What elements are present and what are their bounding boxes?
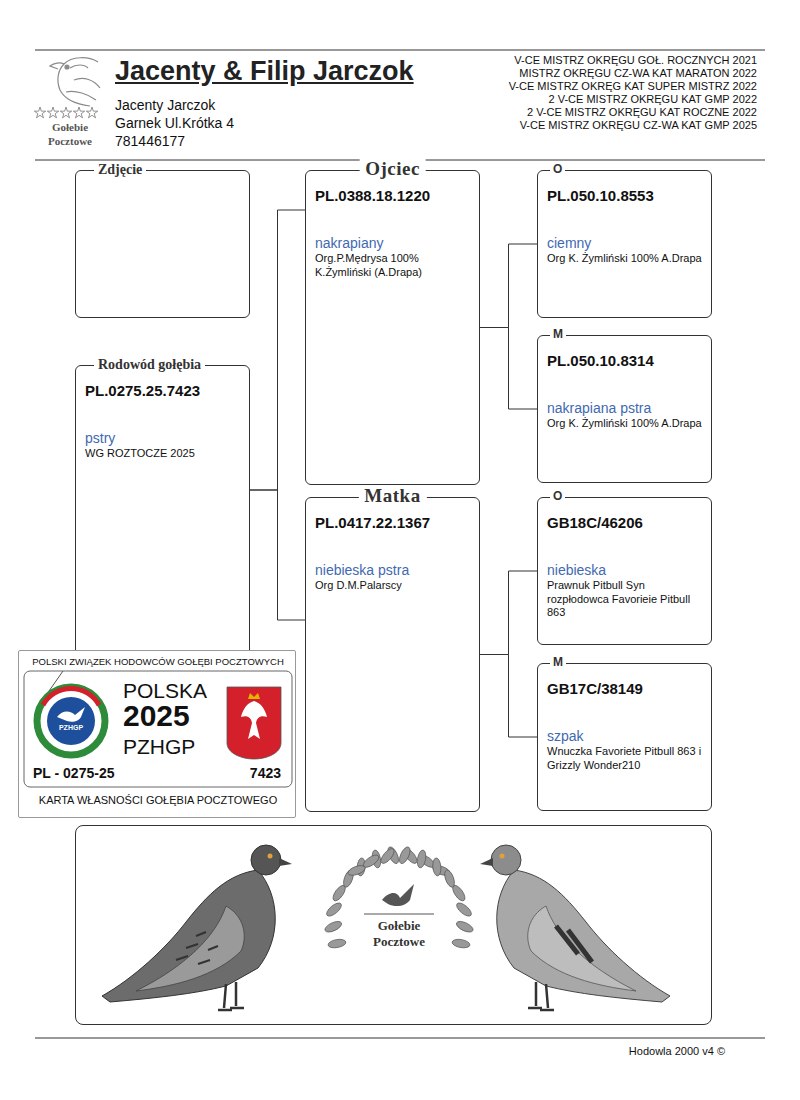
header-rule [35, 50, 765, 51]
achievement: MISTRZ OKRĘGU CZ-WA KAT MARATON 2022 [437, 67, 757, 80]
color-name: ciemny [547, 235, 702, 252]
color-name: pstry [85, 430, 240, 447]
dam-box: MatkaPL.0417.22.1367niebieska pstraOrg D… [305, 497, 480, 812]
achievement: V-CE MISTRZ OKRĘG KAT SUPER MISTRZ 2022 [437, 80, 757, 93]
footer-rule [35, 1038, 765, 1039]
grandparent-heading: M [550, 327, 566, 342]
pedigree-connector [250, 210, 305, 490]
ring-number: PL.0275.25.7423 [85, 382, 240, 400]
grandsire-box: OPL.050.10.8553ciemnyOrg K. Żymliński 10… [537, 170, 712, 318]
origin-note: WG ROZTOCZE 2025 [85, 447, 240, 461]
ownership-card: POLSKI ZWIĄZEK HODOWCÓW GOŁĘBI POCZTOWYC… [18, 650, 296, 818]
logo-stars [34, 107, 97, 118]
card-logo-text: PZHGP [49, 723, 93, 733]
achievement: V-CE MISTRZ OKRĘGU GOŁ. ROCZNYCH 2021 [437, 54, 757, 67]
parent-heading: Ojciec [359, 158, 426, 180]
card-year: 2025 [123, 699, 190, 732]
origin-note: Org.P.Mędrysa 100% K.Żymliński (A.Drapa) [315, 252, 470, 279]
logo-bird-sketch [50, 58, 100, 106]
ring-number: PL.0388.18.1220 [315, 187, 470, 205]
breeder-title: Jacenty & Filip Jarczok [115, 56, 414, 87]
photo-box: Zdjęcie [75, 170, 250, 318]
ring-number: PL.050.10.8314 [547, 352, 702, 370]
granddam-box: MPL.050.10.8314nakrapiana pstraOrg K. Ży… [537, 335, 712, 483]
pedigree-connector [480, 244, 537, 328]
card-org-name: POLSKI ZWIĄZEK HODOWCÓW GOŁĘBI POCZTOWYC… [19, 656, 297, 669]
grandparent-heading: O [550, 162, 565, 177]
pedigree-connector [480, 655, 537, 738]
pedigree-connector [480, 328, 537, 410]
grandsire-box: OGB18C/46206niebieskaPrawnuk Pitbull Syn… [537, 497, 712, 645]
breeder-name: Jacenty Jarczok [115, 97, 215, 114]
software-credit: Hodowla 2000 v4 © [560, 1044, 725, 1058]
ring-number: GB18C/46206 [547, 514, 702, 532]
right-pigeon [480, 845, 670, 1010]
grandparent-heading: O [550, 489, 565, 504]
grandparent-heading: M [550, 655, 566, 670]
pedigree-connector [250, 490, 305, 620]
pedigree-connector [480, 571, 537, 655]
color-name: niebieska [547, 562, 702, 579]
ring-number: PL.0417.22.1367 [315, 514, 470, 532]
origin-note: Org K. Żymliński 100% A.Drapa [547, 417, 702, 431]
granddam-box: MGB17C/38149szpakWnuczka Favoriete Pitbu… [537, 663, 712, 811]
card-ring-prefix: PL - 0275-25 [33, 765, 114, 782]
origin-note: Org K. Żymliński 100% A.Drapa [547, 252, 702, 266]
laurel-wreath [323, 845, 474, 949]
address: Garnek Ul.Krótka 4 [115, 115, 234, 132]
ring-number: PL.050.10.8553 [547, 187, 702, 205]
logo-text: Gołebie Pocztowe [30, 120, 110, 148]
origin-note: Wnuczka Favoriete Pitbull 863 i Grizzly … [547, 745, 702, 772]
emblem-pigeon [382, 884, 414, 906]
card-caption: KARTA WŁASNOŚCI GOŁĘBIA POCZTOWEGO [19, 793, 297, 807]
card-org: PZHGP [123, 735, 195, 759]
card-ring-number: 7423 [215, 765, 281, 782]
color-name: szpak [547, 728, 702, 745]
color-name: nakrapiana pstra [547, 400, 702, 417]
sire-box: OjciecPL.0388.18.1220nakrapianyOrg.P.Męd… [305, 170, 480, 485]
achievement-list: V-CE MISTRZ OKRĘGU GOŁ. ROCZNYCH 2021MIS… [437, 54, 757, 132]
achievement: 2 V-CE MISTRZ OKRĘGU KAT GMP 2022 [437, 93, 757, 106]
achievement: 2 V-CE MISTRZ OKRĘGU KAT ROCZNE 2022 [437, 106, 757, 119]
box-heading: Zdjęcie [94, 161, 146, 179]
origin-note: Prawnuk Pitbull Syn rozpłodowca Favoriei… [547, 579, 702, 620]
achievement: V-CE MISTRZ OKRĘGU CZ-WA KAT GMP 2025 [437, 119, 757, 132]
color-name: nakrapiany [315, 235, 470, 252]
origin-note: Org D.M.Palarscy [315, 579, 470, 593]
emblem-text: Gołebie Pocztowe [354, 918, 444, 950]
illustration-box: Gołebie Pocztowe [75, 825, 712, 1025]
emblem-rule [364, 914, 434, 915]
ring-number: GB17C/38149 [547, 680, 702, 698]
box-heading: Rodowód gołębia [94, 356, 205, 374]
phone: 781446177 [115, 133, 185, 150]
color-name: niebieska pstra [315, 562, 470, 579]
left-pigeon [102, 845, 292, 1010]
parent-heading: Matka [358, 485, 426, 507]
